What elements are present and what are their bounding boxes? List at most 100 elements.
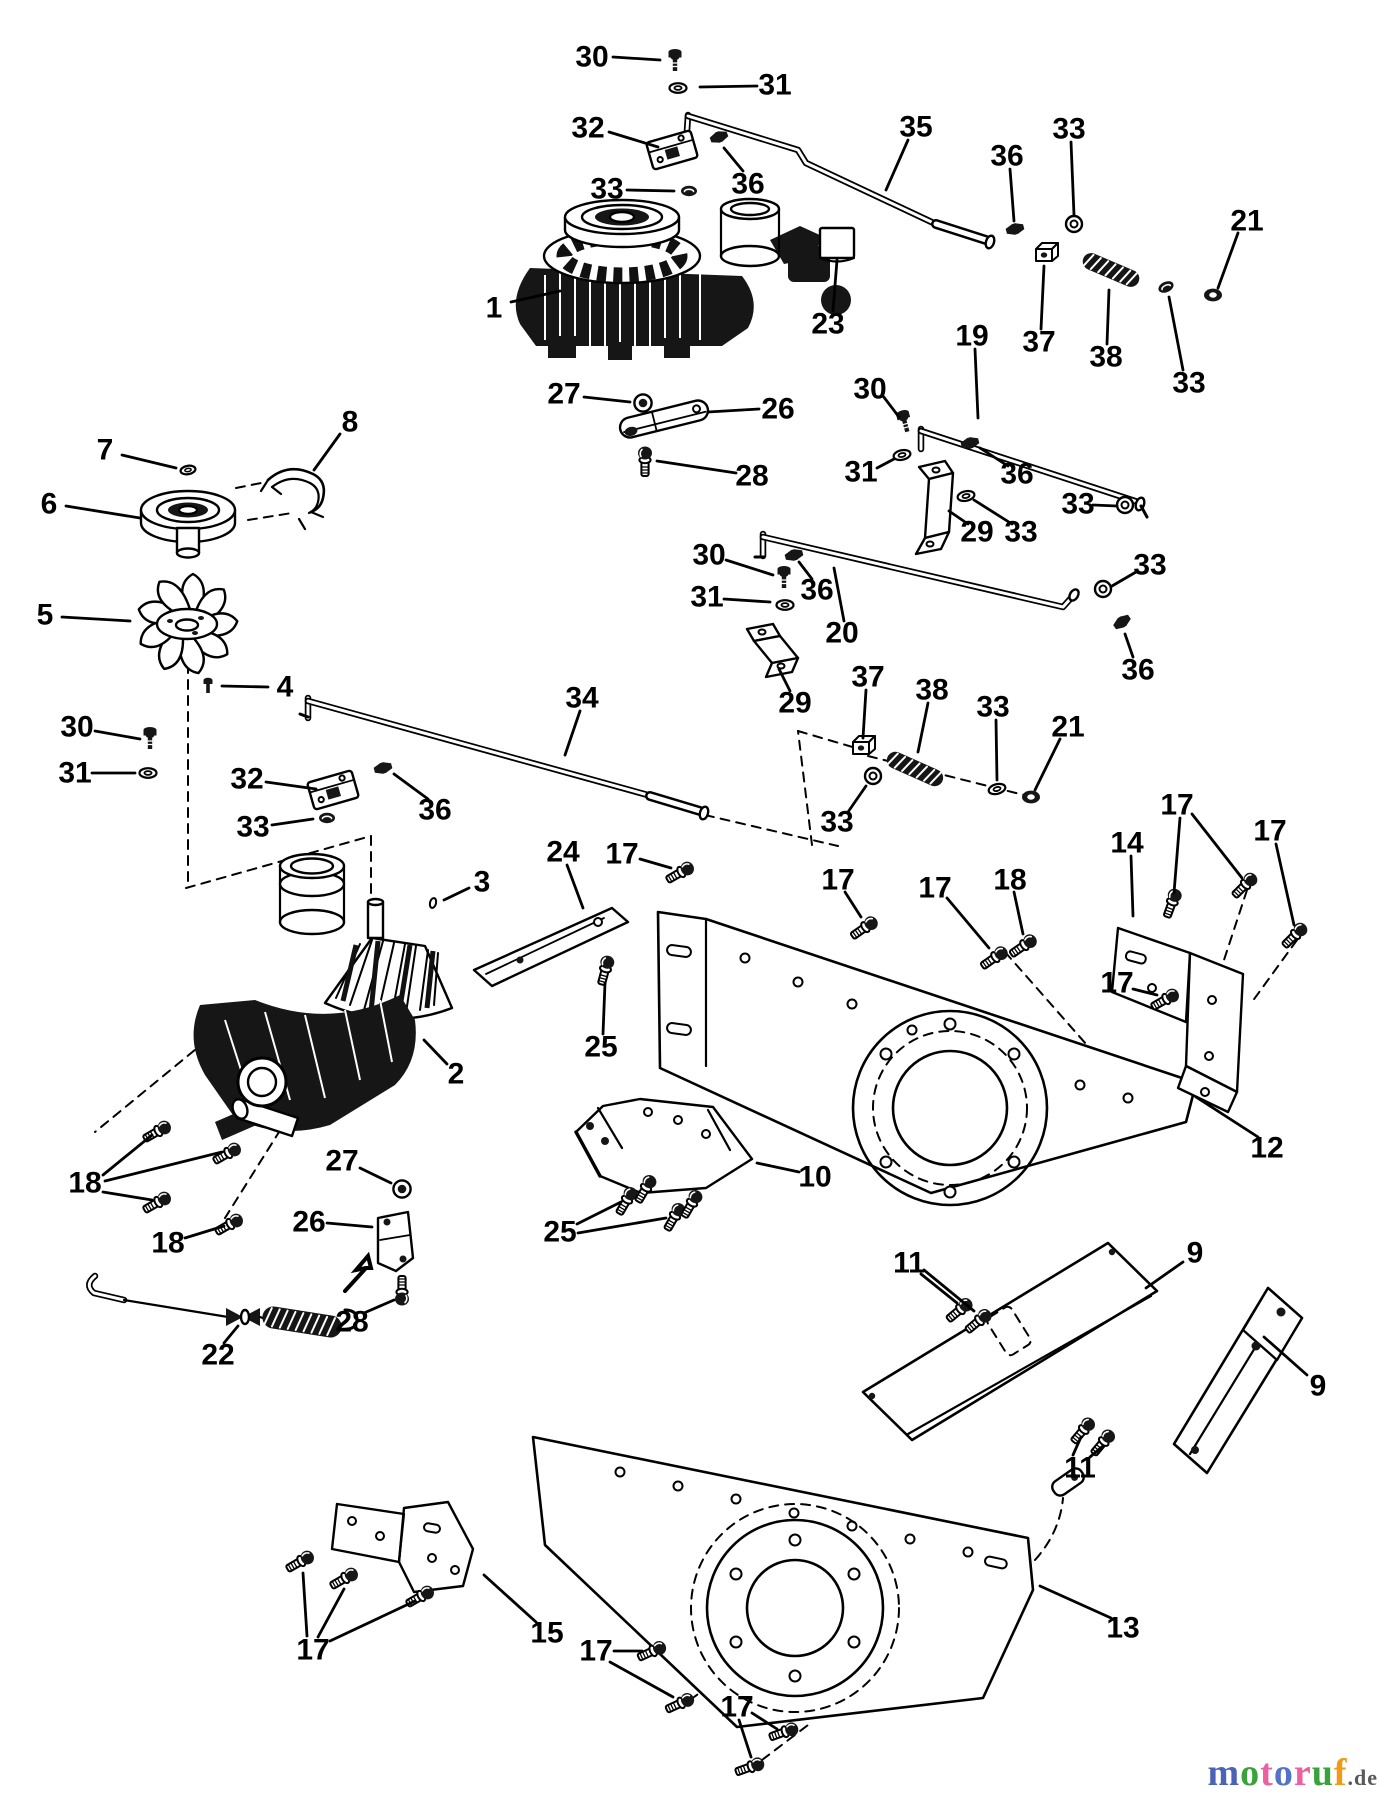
leader-line	[973, 347, 980, 420]
callout-label: 17	[1100, 967, 1133, 1000]
clip-icon	[1004, 221, 1026, 237]
callout-label: 36	[731, 168, 764, 201]
leader-line	[482, 1573, 538, 1624]
belt-cover-panel-9-upper	[861, 1241, 1159, 1442]
spring-icon	[1079, 249, 1143, 291]
callout-label: 18	[151, 1227, 184, 1260]
leader-line	[861, 688, 868, 740]
leader-line	[706, 407, 761, 414]
callout-label: 27	[325, 1145, 358, 1178]
callout-label: 29	[960, 516, 993, 549]
callout-label: 36	[990, 140, 1023, 173]
logo-domain-suffix: .de	[1347, 1765, 1378, 1790]
leader-line	[358, 1166, 393, 1185]
callout-label: 17	[1160, 789, 1193, 822]
nut-icon	[680, 185, 698, 197]
callout-label: 27	[547, 378, 580, 411]
belt-cover-rail-9-lower	[1051, 1286, 1304, 1497]
leader-line	[101, 1133, 154, 1177]
control-rod-35	[683, 111, 996, 250]
leader-line	[312, 432, 342, 472]
callout-label: 25	[543, 1216, 576, 1249]
leader-line	[922, 1268, 976, 1313]
screw-icon	[894, 408, 915, 434]
leader-line	[1110, 570, 1138, 588]
motoruf-logo: motoruf.de	[1208, 1754, 1378, 1792]
callout-label: 18	[68, 1167, 101, 1200]
leader-line	[1008, 167, 1016, 223]
callout-label: 10	[798, 1161, 831, 1194]
leader-line	[1129, 854, 1135, 918]
leader-line	[777, 667, 792, 693]
callout-label: 4	[277, 671, 294, 704]
pin-icon	[427, 896, 439, 910]
washer-icon	[668, 82, 688, 94]
callout-label: 17	[918, 872, 951, 905]
callout-label: 32	[571, 112, 604, 145]
leader-line	[625, 188, 676, 193]
callout-label: 15	[530, 1617, 563, 1650]
callout-label: 30	[575, 41, 608, 74]
washer-icon	[775, 599, 795, 611]
callout-label: 28	[335, 1306, 368, 1339]
leader-line	[1071, 1435, 1083, 1457]
callout-label: 8	[342, 406, 359, 439]
leader-line	[945, 896, 991, 950]
leader-line	[575, 1200, 623, 1226]
callout-label: 25	[584, 1031, 617, 1064]
leader-line	[582, 395, 632, 404]
callout-label: 2	[448, 1058, 465, 1091]
bolt-icon	[637, 445, 653, 477]
logo-letter: o	[1273, 1752, 1294, 1794]
leader-line	[1088, 1444, 1105, 1459]
callout-label: 37	[851, 661, 884, 694]
leader-line	[362, 1298, 396, 1315]
bolt-icon	[977, 942, 1012, 974]
logo-letter: r	[1293, 1752, 1312, 1794]
ferrule-bracket-32-upper	[645, 129, 699, 171]
leader-line	[1091, 503, 1119, 508]
leader-line	[875, 457, 896, 470]
leader-line	[103, 1150, 224, 1183]
leader-line	[698, 84, 759, 89]
bolt-icon	[282, 1547, 318, 1577]
bolt-icon	[394, 1275, 410, 1307]
leader-line	[655, 459, 738, 475]
callout-label: 26	[292, 1206, 325, 1239]
leader-line	[301, 1571, 309, 1638]
leader-line	[978, 446, 1010, 468]
screw-icon	[203, 677, 213, 693]
callout-label: 9	[1187, 1237, 1204, 1270]
callout-label: 20	[825, 617, 858, 650]
leader-line	[93, 729, 142, 741]
screw-icon	[142, 726, 158, 750]
callout-label: 37	[1022, 326, 1055, 359]
callout-label: 30	[60, 711, 93, 744]
leader-line	[563, 709, 582, 757]
leader-line	[222, 1324, 240, 1345]
callout-label: 18	[993, 864, 1026, 897]
callout-label: 13	[1106, 1612, 1139, 1645]
leader-line	[576, 1216, 668, 1235]
clutch-cable-22	[86, 1272, 359, 1338]
bolt-icon	[662, 858, 698, 888]
leader-line	[724, 558, 775, 577]
leader-line	[832, 566, 846, 623]
bolt-icon	[211, 1210, 247, 1240]
callout-label: 33	[820, 806, 853, 839]
leader-line	[846, 784, 868, 814]
leader-line	[1039, 264, 1046, 331]
ring-washer-icon	[1064, 214, 1084, 234]
leader-line	[220, 684, 270, 689]
callout-label: 35	[899, 111, 932, 144]
callout-label: 36	[800, 574, 833, 607]
leader-line	[947, 509, 970, 526]
leader-line	[392, 772, 430, 801]
leader-line	[60, 615, 132, 623]
leader-line	[755, 1161, 801, 1174]
leader-line	[737, 1718, 753, 1759]
clip-icon	[708, 128, 730, 146]
callout-label: 11	[1064, 1452, 1096, 1485]
callout-label: 31	[844, 456, 877, 489]
